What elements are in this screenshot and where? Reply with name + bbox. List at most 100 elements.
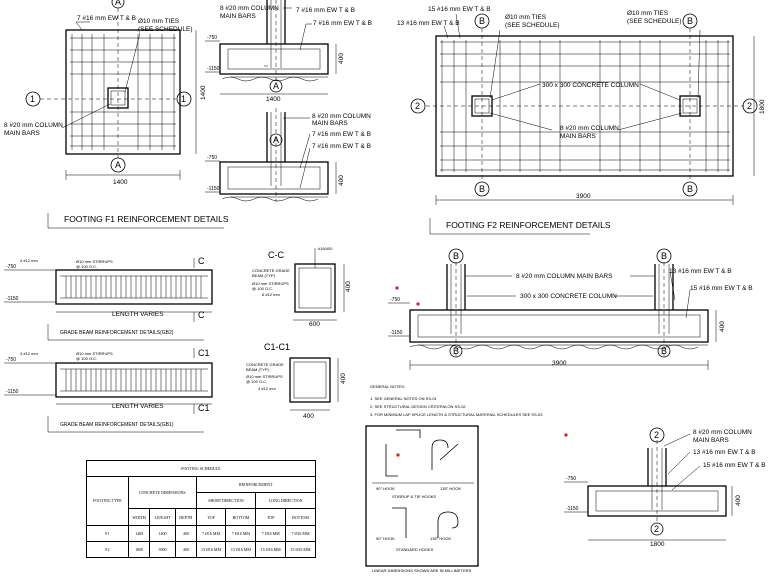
svg-text:C-C: C-C: [268, 250, 284, 260]
svg-text:(SEE SCHEDULE): (SEE SCHEDULE): [627, 18, 682, 25]
svg-text:Ø10 mm TIES: Ø10 mm TIES: [138, 18, 180, 25]
svg-text:400: 400: [340, 373, 347, 384]
svg-text:400: 400: [303, 413, 314, 420]
svg-text:BEAM (TYP): BEAM (TYP): [246, 367, 270, 372]
svg-text:C: C: [198, 256, 205, 266]
grid-bubble-1-right: [176, 91, 192, 107]
svg-text:@ 100 O.C.: @ 100 O.C.: [246, 379, 267, 384]
col-footing-type: FOOTING TYPE: [86, 476, 129, 526]
col-short-top: TOP: [195, 508, 227, 526]
svg-text:400: 400: [338, 175, 345, 186]
svg-text:B: B: [687, 184, 693, 194]
svg-text:7 #16 mm EW T & B: 7 #16 mm EW T & B: [77, 15, 136, 22]
col-short: SHORT DIRECTION: [195, 492, 257, 510]
svg-text:Ø10 mm TIES: Ø10 mm TIES: [627, 10, 669, 17]
svg-text:GENERAL NOTES:: GENERAL NOTES:: [370, 384, 405, 389]
svg-text:Ø10 mm STIRRUPS: Ø10 mm STIRRUPS: [246, 374, 283, 379]
col-short-bottom: BOTTOM: [225, 508, 257, 526]
svg-text:2: 2: [747, 101, 752, 111]
svg-text:15 #16 mm EW T & B: 15 #16 mm EW T & B: [703, 462, 766, 469]
svg-text:1400: 1400: [266, 96, 281, 103]
svg-text:7 #16 mm EW T & B: 7 #16 mm EW T & B: [312, 143, 371, 150]
col-width: WIDTH: [127, 508, 151, 526]
svg-text:8 #20 mm COLUMN: 8 #20 mm COLUMN: [693, 429, 752, 436]
svg-text:13 #16 mm EW T & B: 13 #16 mm EW T & B: [397, 20, 460, 27]
svg-text:1800: 1800: [759, 99, 766, 114]
svg-text:B: B: [661, 346, 667, 356]
svg-text:Ø10 mm TIES: Ø10 mm TIES: [505, 14, 547, 21]
svg-text:MAIN BARS: MAIN BARS: [312, 120, 348, 127]
svg-text:-1150: -1150: [6, 389, 19, 395]
svg-text:13 #16 mm EW T & B: 13 #16 mm EW T & B: [669, 268, 732, 275]
svg-text:13 #16 mm EW T & B: 13 #16 mm EW T & B: [693, 449, 756, 456]
svg-text:-750: -750: [390, 297, 400, 303]
svg-text:6 #12 mm: 6 #12 mm: [262, 292, 280, 297]
svg-text:-750: -750: [6, 264, 16, 270]
footing-schedule: FOOTING SCHEDULE FOOTING TYPE CONCRETE D…: [86, 459, 317, 559]
col-length: LENGHT: [149, 508, 176, 526]
grade-beam-gb1: -750 -1150 4 #12 mm Ø10 mm STIRRUPS @ 10…: [4, 348, 213, 433]
svg-text:CONCRETE GRADE: CONCRETE GRADE: [246, 362, 284, 367]
svg-text:B: B: [661, 251, 667, 261]
svg-text:4 #12 mm: 4 #12 mm: [20, 258, 38, 263]
svg-text:MAIN BARS: MAIN BARS: [693, 437, 729, 444]
svg-text:400: 400: [345, 281, 352, 292]
svg-text:400: 400: [719, 321, 726, 332]
svg-text:(SEE SCHEDULE): (SEE SCHEDULE): [138, 26, 193, 33]
col-long-bottom: BOTTOM: [285, 508, 316, 526]
svg-text:400: 400: [338, 53, 345, 64]
svg-text:90° HOOK: 90° HOOK: [376, 536, 395, 541]
svg-text:A: A: [273, 135, 279, 145]
svg-text:3900: 3900: [576, 193, 591, 200]
section-c-c: C-C #16/400 CONCRETE GRADE BEAM (TYP) Ø1…: [252, 246, 352, 328]
svg-text:1400: 1400: [113, 179, 128, 186]
svg-text:-1150: -1150: [207, 66, 220, 72]
title-f2: FOOTING F2 REINFORCEMENT DETAILS: [446, 220, 611, 230]
svg-text:MAIN BARS: MAIN BARS: [560, 133, 596, 140]
general-notes: GENERAL NOTES: 1. SEE GENERAL NOTES ON S…: [370, 384, 543, 417]
svg-text:B: B: [479, 16, 485, 26]
svg-text:Ø10 mm STIRRUPS: Ø10 mm STIRRUPS: [76, 351, 113, 356]
svg-text:BEAM (TYP): BEAM (TYP): [252, 273, 276, 278]
svg-text:8 #20 mm COLUMN: 8 #20 mm COLUMN: [220, 5, 279, 12]
schedule-title: FOOTING SCHEDULE: [86, 459, 316, 478]
svg-text:135° HOOK: 135° HOOK: [430, 536, 451, 541]
svg-text:2: 2: [654, 524, 659, 534]
svg-text:B: B: [687, 16, 693, 26]
svg-text:4 #12 mm: 4 #12 mm: [20, 351, 38, 356]
svg-text:3. FOR MINIMUM LAP SPLICE LEN: 3. FOR MINIMUM LAP SPLICE LENGTH & STRUC…: [370, 412, 543, 417]
svg-text:-750: -750: [207, 35, 217, 41]
svg-text:-1150: -1150: [390, 330, 403, 336]
grid-bubble-a-top: [111, 0, 125, 9]
svg-text:2: 2: [415, 101, 420, 111]
svg-text:@ 100 O.C.: @ 100 O.C.: [252, 286, 273, 291]
svg-text:A: A: [115, 0, 121, 7]
svg-text:C1: C1: [198, 348, 210, 358]
title-f1: FOOTING F1 REINFORCEMENT DETAILS: [64, 214, 229, 224]
svg-text:300 x 300 CONCRETE COLUMN: 300 x 300 CONCRETE COLUMN: [542, 82, 639, 89]
svg-text:B: B: [479, 184, 485, 194]
svg-text:@ 100 O.C.: @ 100 O.C.: [76, 264, 97, 269]
svg-text:-1150: -1150: [6, 296, 19, 302]
svg-text:600: 600: [309, 321, 320, 328]
svg-text:STANDARD HOOKS: STANDARD HOOKS: [396, 547, 434, 552]
grid-label: 1: [30, 94, 35, 104]
svg-text:LENGTH VARIES: LENGTH VARIES: [112, 403, 164, 410]
col-long: LONG DIRECTION: [255, 492, 316, 510]
svg-text:90° HOOK: 90° HOOK: [376, 486, 395, 491]
svg-text:4 #12 mm: 4 #12 mm: [258, 386, 276, 391]
svg-text:135° HOOK: 135° HOOK: [440, 486, 461, 491]
svg-text:A: A: [273, 81, 279, 91]
svg-text:Ø10 mm STIRRUPS: Ø10 mm STIRRUPS: [76, 259, 113, 264]
col-reinforcement: REINFORCEMENT: [195, 476, 317, 494]
svg-text:2. SEE STRUCTURAL DESIGN CRIT: 2. SEE STRUCTURAL DESIGN CRITERIA ON SS-…: [370, 404, 466, 409]
svg-text:1. SEE GENERAL NOTES ON SS-01: 1. SEE GENERAL NOTES ON SS-01: [370, 396, 438, 401]
svg-text:(SEE SCHEDULE): (SEE SCHEDULE): [505, 22, 560, 29]
svg-text:B: B: [453, 346, 459, 356]
svg-text:#16/400: #16/400: [318, 246, 333, 251]
svg-text:LINEAR DIMENSIONS SHOWN ARE IN: LINEAR DIMENSIONS SHOWN ARE IN MILLIMETE…: [372, 568, 472, 573]
svg-text:MAIN BARS: MAIN BARS: [220, 13, 256, 20]
